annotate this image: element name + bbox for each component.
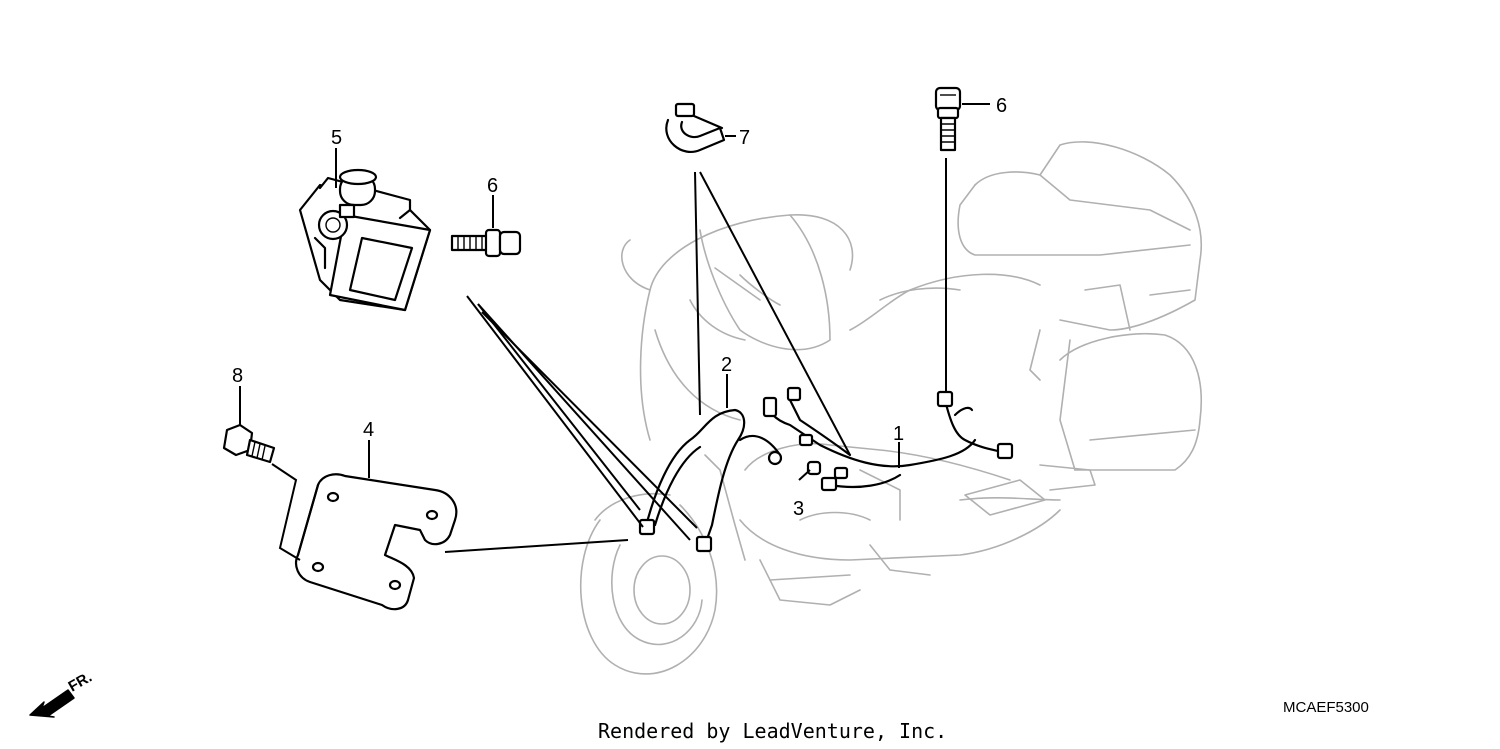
front-direction-arrow-icon: FR.	[29, 669, 95, 718]
callout-6-left: 6	[487, 175, 498, 197]
part-8-flange-bolt	[222, 423, 276, 464]
part-6-bolt-left	[450, 228, 522, 258]
callout-2: 2	[721, 354, 732, 376]
rendered-by-credit: Rendered by LeadVenture, Inc.	[598, 719, 947, 743]
part-4-bracket	[294, 473, 458, 611]
leader-lines	[239, 103, 990, 561]
diagram-code: MCAEF5300	[1283, 699, 1369, 716]
part-5-sensor-module	[298, 168, 432, 312]
part-7-clamp	[665, 102, 726, 153]
callout-labels: 1 2 3 4 5 6 6 7 8	[232, 95, 1007, 520]
callout-5: 5	[331, 127, 342, 149]
callout-6-right: 6	[996, 95, 1007, 117]
callout-7: 7	[739, 127, 750, 149]
callout-1: 1	[893, 423, 904, 445]
part-6-bolt-right	[934, 86, 962, 152]
callout-3: 3	[793, 498, 804, 520]
callout-8: 8	[232, 365, 243, 387]
wire-harness	[638, 386, 1014, 553]
callout-4: 4	[363, 419, 374, 441]
motorcycle-outline	[579, 141, 1203, 675]
